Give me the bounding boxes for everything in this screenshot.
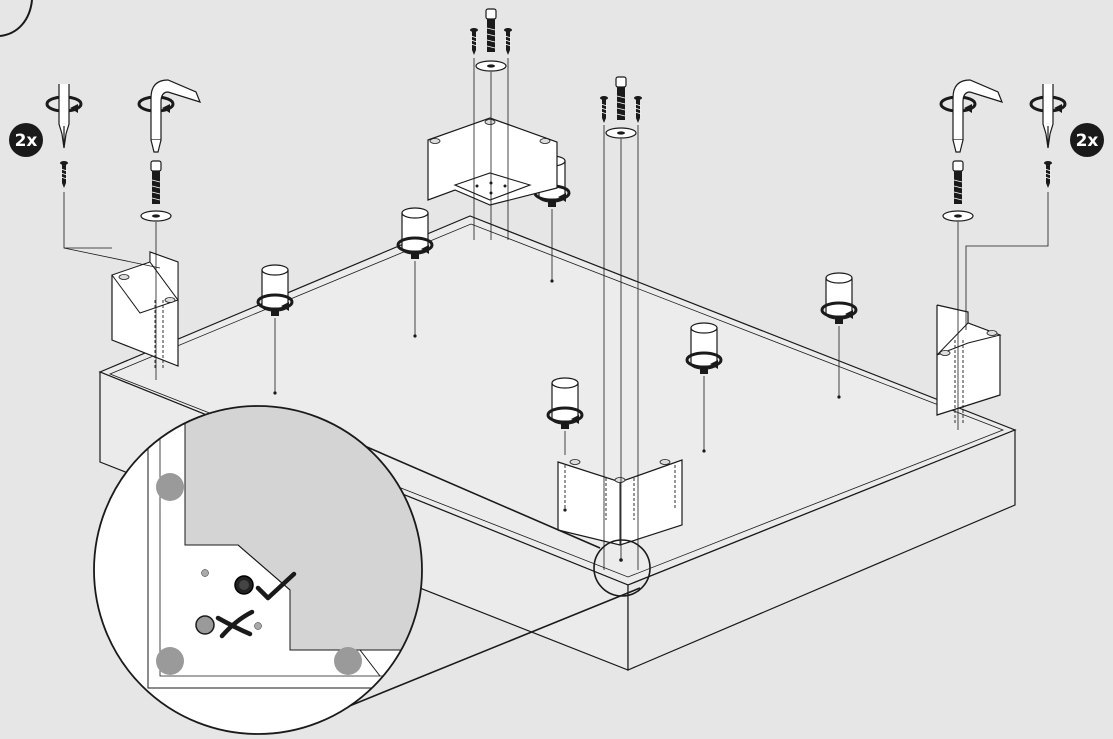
- bolt-icon: [486, 9, 496, 52]
- bolt-icon: [616, 77, 626, 120]
- corner-bracket-icon: [112, 252, 178, 370]
- screw-icon: [470, 28, 478, 55]
- screw-icon: [504, 28, 512, 55]
- corner-bracket-icon: [428, 118, 557, 205]
- step-circle-partial: [0, 0, 32, 36]
- bolt-icon: [953, 161, 963, 204]
- washer-icon: [141, 211, 171, 221]
- allen-key-icon: [953, 80, 1002, 152]
- bolt-icon: [151, 161, 161, 204]
- quantity-badge: 2x: [9, 123, 43, 157]
- allen-key-icon: [151, 80, 200, 152]
- screw-icon: [1044, 161, 1052, 188]
- screw-icon: [634, 96, 642, 123]
- washer-icon: [943, 211, 973, 221]
- screw-icon: [60, 161, 68, 188]
- screw-icon: [600, 96, 608, 123]
- quantity-badge: 2x: [1070, 123, 1104, 157]
- washer-icon: [606, 128, 636, 138]
- quantity-badge-label: 2x: [15, 131, 38, 151]
- screwdriver-icon: [1043, 84, 1053, 148]
- quantity-badge-label: 2x: [1076, 131, 1099, 151]
- washer-icon: [476, 61, 506, 71]
- screwdriver-icon: [59, 84, 69, 148]
- corner-bracket-icon: [937, 305, 1000, 425]
